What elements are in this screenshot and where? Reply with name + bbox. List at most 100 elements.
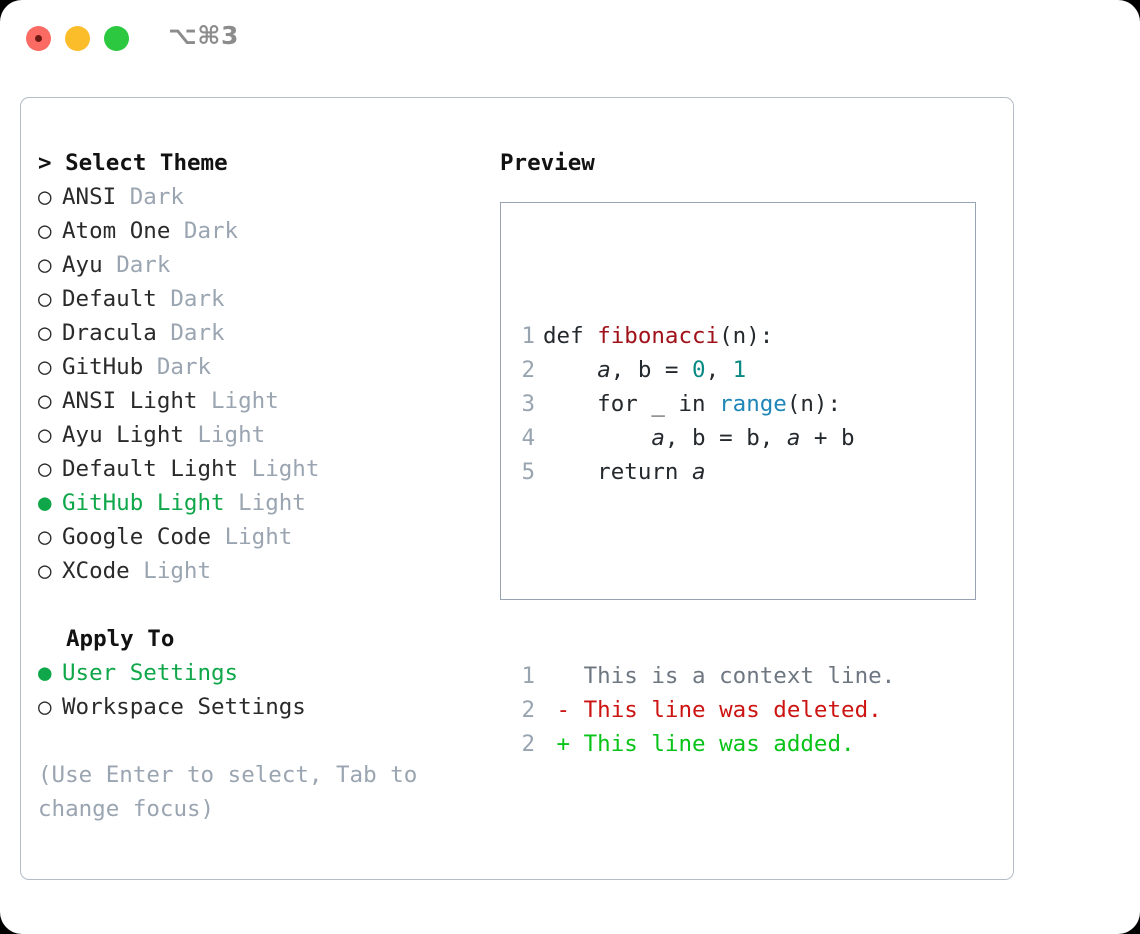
radio-unselected-icon: ○ [38, 218, 52, 244]
theme-list-label: ANSI [62, 184, 117, 210]
theme-list-item[interactable]: ○ ANSI Light Light [38, 384, 478, 418]
diff-sign: + [543, 731, 584, 757]
zoom-button[interactable] [104, 26, 129, 51]
apply-to-item[interactable]: ● User Settings [38, 656, 478, 690]
theme-list-item[interactable]: ○Default Dark [38, 282, 478, 316]
theme-list-item[interactable]: ○ Ayu Light Light [38, 418, 478, 452]
theme-list-item[interactable]: ○XCode Light [38, 554, 478, 588]
theme-selector-column: > Select Theme ○ANSI Dark○Atom One Dark○… [38, 146, 478, 826]
radio-selected-icon: ● [38, 660, 52, 686]
diff-text: This is a context line. [583, 663, 896, 689]
code-token: range [719, 391, 787, 417]
radio-unselected-icon: ○ [38, 252, 52, 278]
code-token: (n): [786, 391, 842, 417]
title-bar: ⌥⌘3 [0, 0, 1140, 78]
code-token: , b = b, [664, 425, 787, 451]
main-panel: > Select Theme ○ANSI Dark○Atom One Dark○… [20, 97, 1014, 880]
theme-variant-tag: Dark [156, 354, 212, 380]
code-token: return [543, 459, 693, 485]
code-token: , b = [610, 357, 693, 383]
theme-list-item[interactable]: ○Atom One Dark [38, 214, 478, 248]
line-number: 3 [521, 391, 535, 417]
theme-list-label: Default Light [62, 456, 239, 482]
theme-list-label: Dracula [62, 320, 157, 346]
diff-line-added: 2 + This line was added. [511, 727, 895, 761]
code-token: , [705, 357, 733, 383]
theme-list-label: Google Code [62, 524, 212, 550]
code-line: 2 a, b = 0, 1 [511, 353, 895, 387]
theme-variant-tag: Dark [129, 184, 184, 210]
theme-list-label: XCode [62, 558, 130, 584]
theme-variant-tag: Dark [170, 320, 225, 346]
code-line: 3 for _ in range(n): [511, 387, 895, 421]
theme-variant-tag: Light [238, 490, 306, 516]
theme-list-item[interactable]: ○ ANSI Dark [38, 180, 478, 214]
theme-list-item[interactable]: ○ Google Code Light [38, 520, 478, 554]
theme-list-item[interactable]: ○ Ayu Dark [38, 248, 478, 282]
apply-to-label: User Settings [62, 660, 239, 686]
diff-sign [543, 663, 584, 689]
diff-line-context: 1 This is a context line. [511, 659, 895, 693]
radio-unselected-icon: ○ [38, 320, 52, 346]
radio-unselected-icon: ○ [38, 184, 52, 210]
list-spacer [38, 588, 478, 622]
close-button[interactable] [26, 26, 51, 51]
theme-variant-tag: Light [224, 524, 293, 550]
code-token: a [692, 459, 706, 485]
theme-list-label: GitHub Light [62, 490, 225, 516]
traffic-lights [26, 26, 129, 51]
code-token [543, 425, 651, 451]
code-token: a [786, 425, 801, 451]
radio-selected-icon: ● [38, 490, 52, 516]
radio-unselected-icon: ○ [38, 422, 52, 448]
theme-list-label: Atom One [62, 218, 171, 244]
line-number: 2 [521, 697, 535, 723]
line-number: 2 [521, 731, 535, 757]
theme-list-item[interactable]: ○ GitHub Dark [38, 350, 478, 384]
code-token: for _ in [543, 391, 720, 417]
theme-variant-tag: Light [211, 388, 279, 414]
theme-list-item[interactable]: ● GitHub Light Light [38, 486, 478, 520]
line-number: 2 [521, 357, 535, 383]
theme-list-label: Ayu Light [62, 422, 184, 448]
radio-unselected-icon: ○ [38, 354, 52, 380]
line-number: 1 [521, 663, 535, 689]
diff-lines: 1 This is a context line. 2 - This line w… [511, 659, 895, 761]
theme-variant-tag: Dark [116, 252, 171, 278]
apply-to-list[interactable]: ● User Settings ○ Workspace Settings [38, 656, 478, 724]
theme-list-label: ANSI Light [62, 388, 198, 414]
theme-list-label: GitHub [62, 354, 144, 380]
radio-unselected-icon: ○ [38, 388, 52, 414]
diff-sign: - [543, 697, 584, 723]
theme-list-item[interactable]: ○Default Light Light [38, 452, 478, 486]
code-token [543, 357, 597, 383]
theme-variant-tag: Light [197, 422, 266, 448]
theme-list-label: Ayu [62, 252, 103, 278]
minimize-button[interactable] [65, 26, 90, 51]
apply-to-item[interactable]: ○ Workspace Settings [38, 690, 478, 724]
select-theme-header: > Select Theme [38, 150, 228, 176]
code-token: 0 [692, 357, 706, 383]
apply-to-label: Workspace Settings [62, 694, 306, 720]
radio-unselected-icon: ○ [38, 456, 52, 482]
code-token: fibonacci [597, 323, 720, 349]
diff-text: This line was added. [583, 731, 855, 757]
radio-unselected-icon: ○ [38, 694, 52, 720]
line-number: 1 [521, 323, 535, 349]
radio-unselected-icon: ○ [38, 286, 52, 312]
theme-list[interactable]: ○ ANSI Dark ○ Atom One Dark ○ Ayu Dark ○ Defaul… [38, 180, 478, 588]
radio-unselected-icon: ○ [38, 524, 52, 550]
code-token: + b [800, 425, 855, 451]
code-token: (n): [719, 323, 774, 349]
theme-list-item[interactable]: ○ Dracula Dark [38, 316, 478, 350]
line-number: 5 [521, 459, 535, 485]
code-token: 1 [732, 357, 747, 383]
theme-list-label: Default [62, 286, 157, 312]
apply-to-header: Apply To [66, 626, 175, 652]
